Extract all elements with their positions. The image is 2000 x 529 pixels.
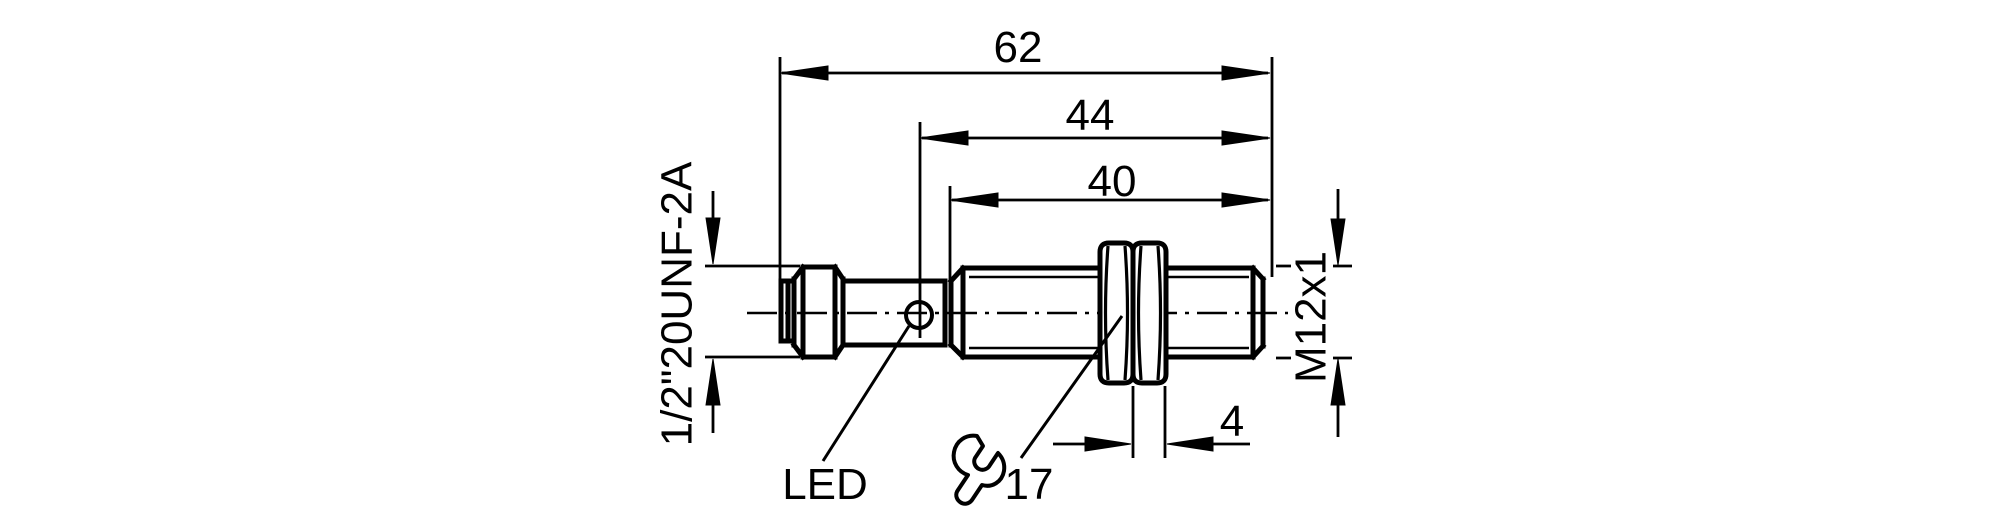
dimension-lines xyxy=(705,57,1352,458)
hex-nut-facets xyxy=(1103,245,1163,381)
barrel-outline xyxy=(840,264,967,361)
dim-overall-length: 62 xyxy=(994,23,1043,72)
dim-nut-thickness: 4 xyxy=(1220,397,1244,446)
connector-thread-label: 1/2"20UNF-2A xyxy=(653,161,702,446)
led-leader-line xyxy=(821,325,911,462)
sensor-thread-label: M12x1 xyxy=(1287,251,1336,383)
wrench-leader-line xyxy=(1019,315,1124,459)
dim-thread-length: 40 xyxy=(1088,157,1137,206)
wrench-size-label: 17 xyxy=(1005,460,1054,509)
wrench-icon xyxy=(951,433,1007,506)
led-label: LED xyxy=(782,460,868,509)
hex-nut-right xyxy=(1130,240,1169,386)
dim-led-offset: 44 xyxy=(1066,91,1115,140)
dimension-arrowheads xyxy=(705,65,1346,452)
connector-outline xyxy=(778,263,847,361)
